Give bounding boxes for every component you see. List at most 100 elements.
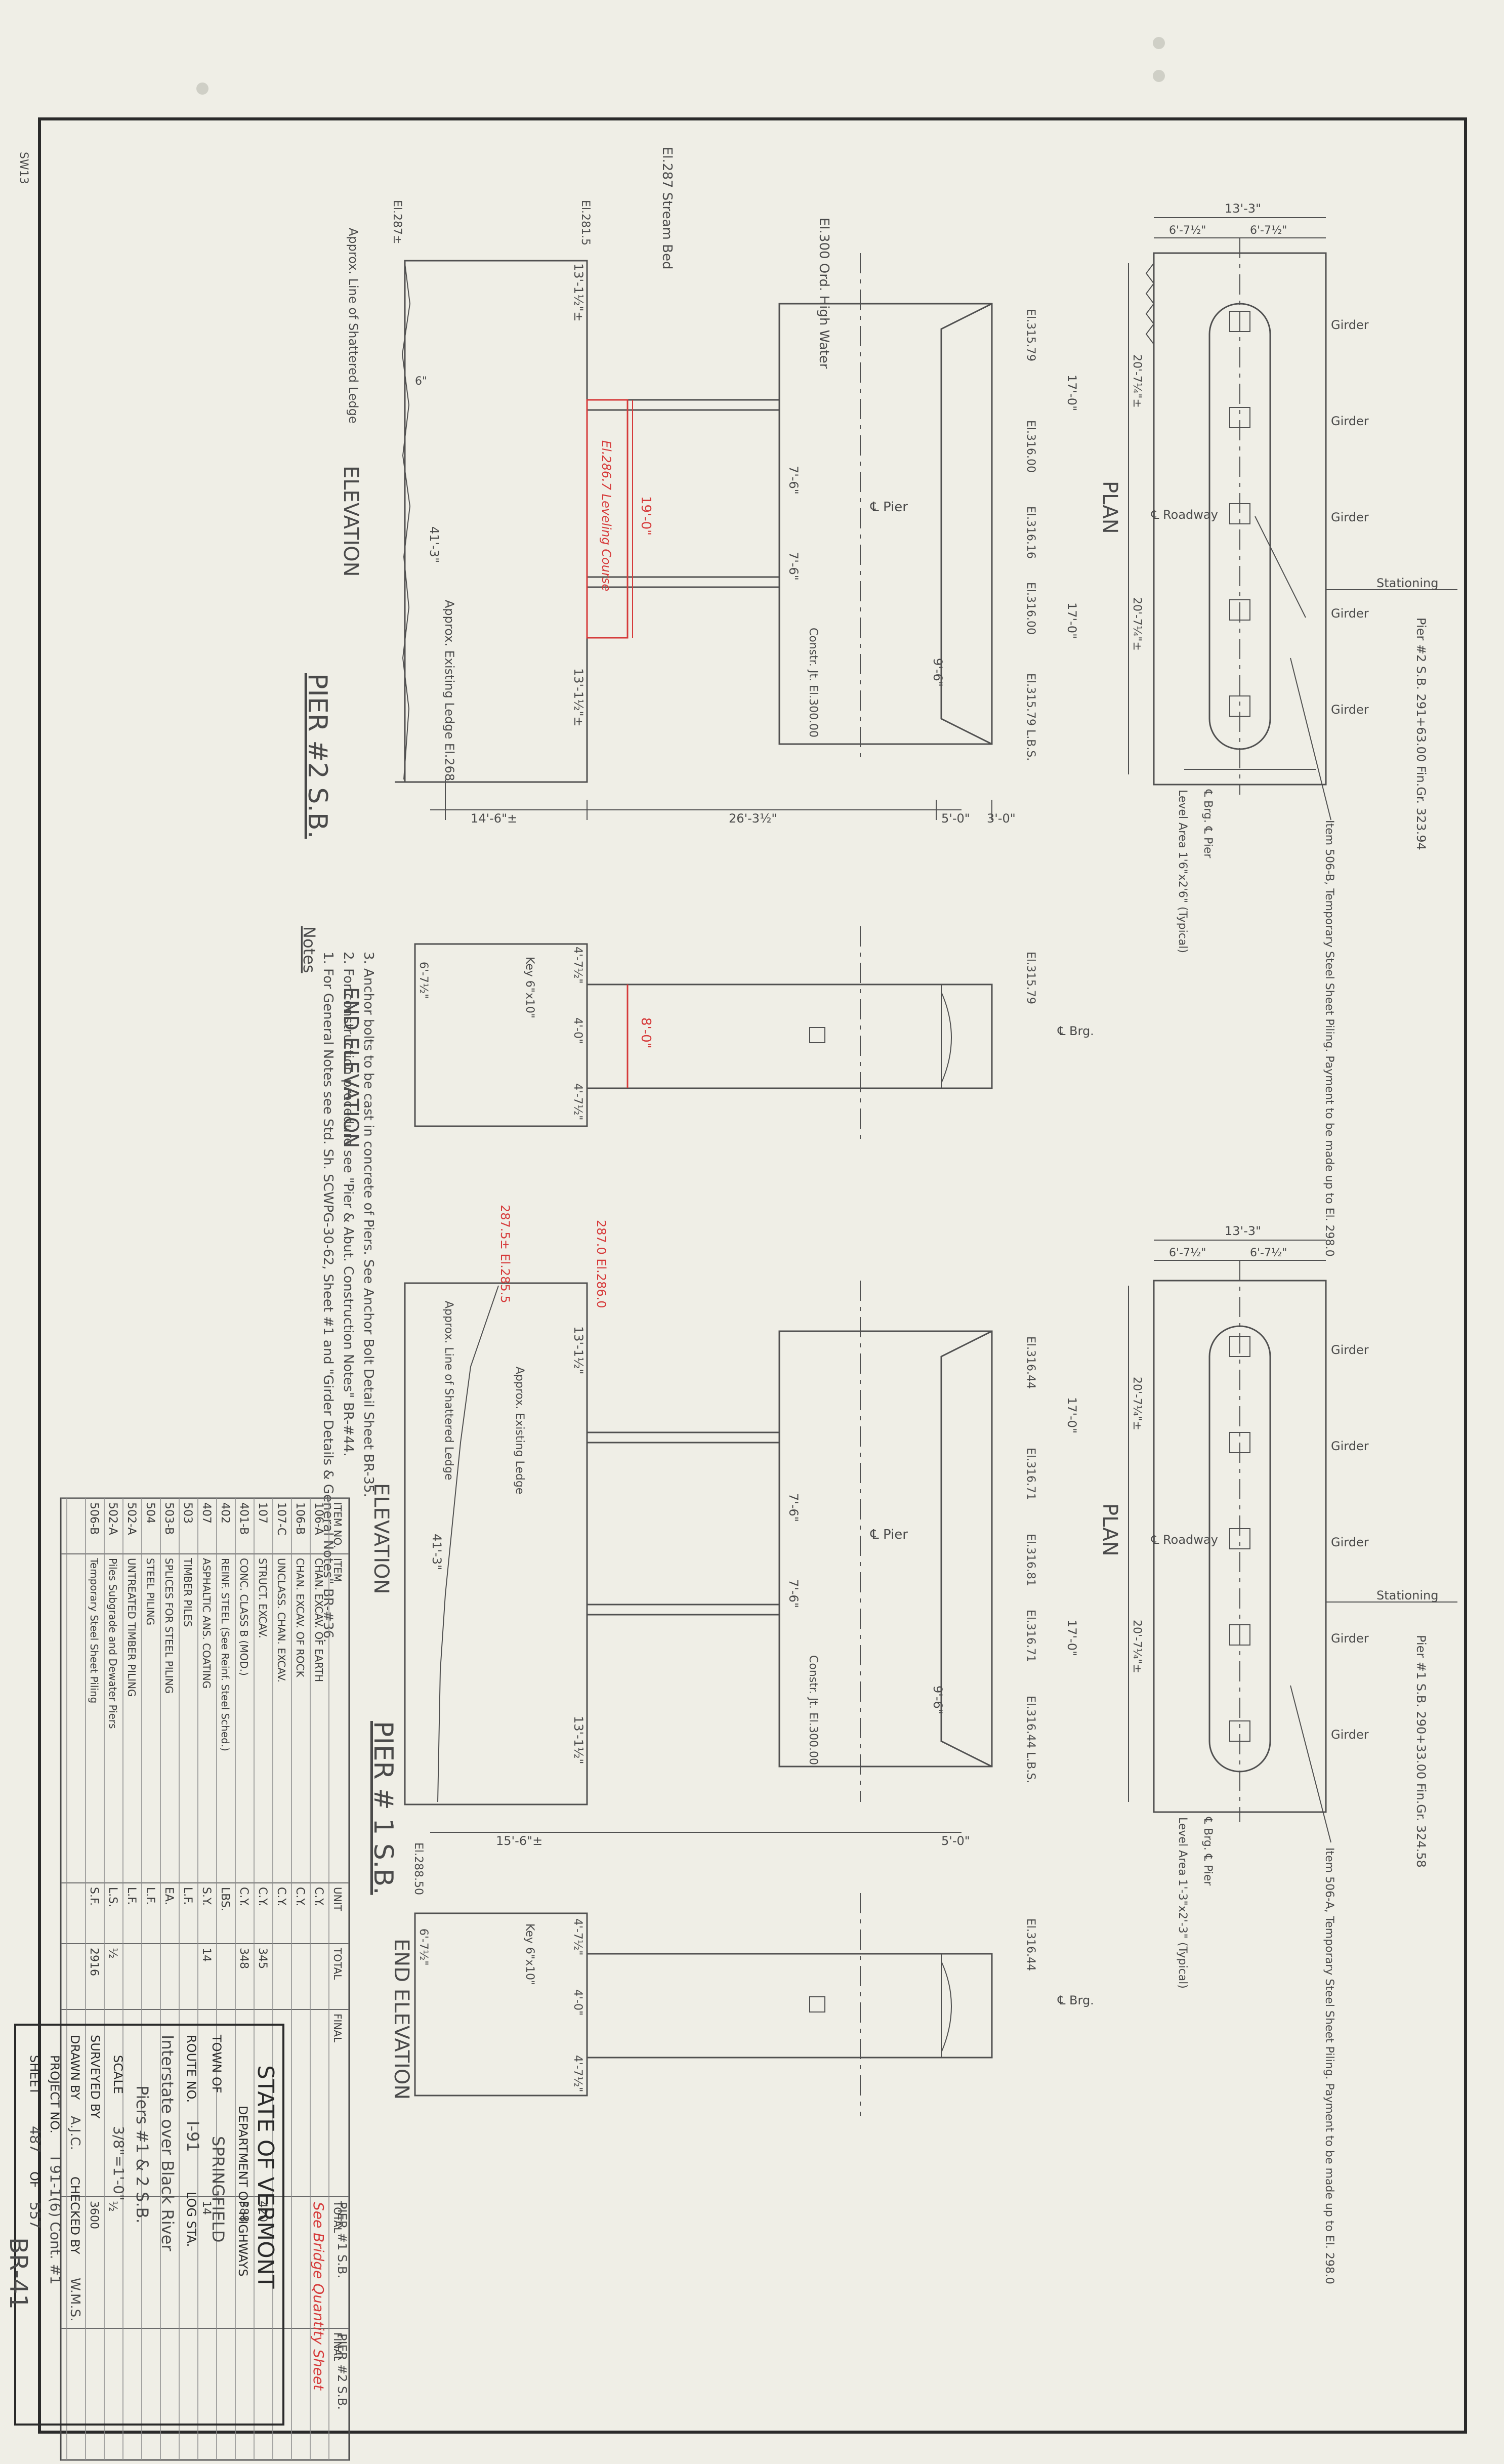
table-cell: CONC. CLASS B (MOD.) — [238, 1558, 250, 1676]
girder-label: Girder — [1331, 414, 1369, 428]
pier2-end-width: 6'-7½" — [417, 962, 430, 999]
tb-log-label: LOG STA. — [184, 2192, 198, 2247]
table-cell: 106-A — [312, 1502, 325, 1535]
pier2-el-top-left: El.287± — [391, 200, 403, 244]
tb-route: I-91 — [183, 2121, 202, 2152]
pier2-end-dim: 4'-0" — [571, 1017, 584, 1044]
sheet-border — [38, 117, 1467, 2434]
pier1-end-elevation-title: END ELEVATION — [390, 1939, 413, 2100]
pier1-dim-5: 5'-0" — [941, 1834, 970, 1848]
pier2-plan-len-b: 20'-7¼"± — [1131, 597, 1143, 651]
pier2-elevation — [395, 253, 993, 820]
table-header-cell: UNIT — [331, 1887, 344, 1911]
pier1-dim-96: 9'-6" — [931, 1686, 945, 1714]
table-header-cell: ITEM — [331, 1558, 344, 1582]
table-cell: 502-A — [106, 1502, 119, 1535]
pier1-level-area: Level Area 1'-3"x2'-3" (Typical) — [1176, 1817, 1189, 1989]
pier2-el-top: El.316.00 — [1024, 582, 1037, 635]
pier1-el-tops: El.316.44 El.316.71 El.316.81 El.316.71 … — [1024, 1336, 1037, 1783]
tb-town: SPRINGFIELD — [208, 2136, 228, 2243]
pier2-dim-17b: 17'-0" — [1065, 602, 1079, 639]
table-cell: 106-B — [294, 1502, 306, 1535]
table-cell: 3600 — [88, 2201, 100, 2229]
qty-group-a: PIER #1 S.B. — [335, 2202, 349, 2278]
tb-project-label: PROJECT NO. — [48, 2055, 62, 2133]
pier1-constr-jt: Constr. Jt. El.300.00 — [807, 1655, 819, 1765]
pier1-dim-13a: 13'-1½" — [571, 1326, 586, 1374]
table-cell: C.Y. — [294, 1887, 306, 1906]
pier2-key: Key 6"x10" — [523, 957, 536, 1018]
title-block-frame — [14, 2024, 284, 2426]
table-header-cell: FINAL — [331, 2332, 344, 2362]
pier2-ledge-existing: Approx. Existing Ledge El.268 — [442, 600, 456, 781]
pier1-el-bottom: El.288.50 — [412, 1842, 425, 1895]
pier2-el-2815: El.281.5 — [579, 200, 592, 245]
tb-dept: DEPARTMENT OF HIGHWAYS — [236, 2106, 250, 2277]
pier2-dim-6: 6" — [415, 375, 427, 388]
pier1-el-red2: 287.0 El.286.0 — [594, 1220, 608, 1308]
pier2-plan-half-a: 6'-7½" — [1169, 224, 1206, 237]
pier1-group: PIER # 1 S.B. ELEVATION END ELEVATION PL… — [368, 1205, 1457, 2284]
pier2-el-top: El.316.00 — [1024, 420, 1037, 473]
table-cell: SPLICES FOR STEEL PILING — [163, 1558, 175, 1694]
pier2-plan-title: PLAN — [1098, 481, 1121, 534]
girder-label: Girder — [1331, 703, 1369, 717]
pier1-end-dim: 4'-7½" — [571, 1918, 584, 1955]
pier1-girders: Girder Girder Girder Girder Girder — [1331, 1343, 1369, 1742]
pier1-el-top: El.316.44 — [1024, 1336, 1037, 1389]
pier2-el-top: El.315.79 L.B.S. — [1024, 673, 1037, 761]
pier2-high-water: El.300 Ord. High Water — [816, 218, 831, 369]
pier1-plan-width: 13'-3" — [1225, 1224, 1261, 1238]
table-cell: C.Y. — [275, 1887, 287, 1906]
pier2-roadway: ℄ Roadway — [1151, 508, 1218, 522]
table-cell: CHAN. EXCAV. OF EARTH — [313, 1558, 325, 1682]
punch-hole — [1153, 70, 1165, 82]
table-cell: 504 — [144, 1502, 156, 1524]
pier1-brg: ℄ Brg. — [1057, 1993, 1094, 2007]
pier1-dim-15: 15'-6"± — [496, 1834, 542, 1848]
table-cell: TIMBER PILES — [182, 1557, 194, 1627]
girder-label: Girder — [1331, 1535, 1369, 1549]
pier1-dim-76b: 7'-6" — [786, 1579, 801, 1608]
table-cell: ½ — [106, 1948, 119, 1958]
notes-title: Notes — [300, 926, 319, 973]
table-cell: L.S. — [106, 1887, 119, 1907]
pier1-pier-label: ℄ Pier — [870, 1527, 908, 1542]
pier2-end-elevation — [414, 926, 993, 1144]
table-cell: 506-B — [88, 1502, 100, 1535]
table-cell: 420 — [256, 2201, 269, 2222]
pier2-stationing: Stationing — [1376, 576, 1438, 590]
pier2-el-tops: El.315.79 El.316.00 El.316.16 El.316.00 … — [1024, 309, 1037, 761]
note-item: 2. For construction procedure see "Pier … — [341, 952, 356, 1457]
punch-hole — [1153, 37, 1165, 49]
table-header-cell: ITEM NO. — [331, 1502, 344, 1548]
pier1-ledge-existing: Approx. Existing Ledge — [513, 1367, 526, 1494]
pier1-el-top: El.316.71 — [1024, 1610, 1037, 1662]
title-block: STATE OF VERMONT DEPARTMENT OF HIGHWAYS … — [14, 2024, 284, 2426]
pier2-group: PIER #2 S.B. ELEVATION END ELEVATION PLA… — [302, 147, 1457, 1257]
table-cell: Piles Subgrade and Dewater Piers — [107, 1558, 119, 1729]
pier1-el-top: El.316.71 — [1024, 1448, 1037, 1500]
pier2-leveling-dim: 19'-0" — [638, 496, 653, 536]
table-cell: ASPHALTIC ANS. COATING — [200, 1558, 213, 1689]
table-cell: 14 — [200, 2201, 213, 2215]
pier2-dim-96: 9'-6" — [931, 658, 945, 687]
tb-sheet-total: 557 — [27, 2202, 44, 2229]
pier2-elevation-title: ELEVATION — [339, 466, 362, 577]
note-item: 3. Anchor bolts to be cast in concrete o… — [361, 952, 376, 1497]
pier2-end-elevation-title: END ELEVATION — [339, 987, 362, 1148]
pier2-plan-half-b: 6'-7½" — [1250, 224, 1287, 237]
table-header-cell: TOTAL — [331, 2200, 344, 2233]
pier2-pier-label: ℄ Pier — [870, 500, 908, 515]
pier1-title: PIER # 1 S.B. — [368, 1721, 398, 1895]
pier2-dim-5: 5'-0" — [941, 811, 970, 826]
girder-label: Girder — [1331, 318, 1369, 332]
pier1-end-el: El.316.44 — [1024, 1918, 1037, 1971]
tb-drawn-label: DRAWN BY — [68, 2035, 82, 2100]
pier2-station: Pier #2 S.B. 291+63.00 Fin.Gr. 323.94 — [1414, 618, 1428, 850]
quantities-cells: ITEM NO.ITEMUNITTOTALFINALTOTALFINAL106-… — [88, 1502, 344, 2362]
table-cell: 401-B — [237, 1502, 250, 1535]
pier1-plan-title: PLAN — [1098, 1503, 1121, 1556]
pier1-el-top: El.316.81 — [1024, 1534, 1037, 1586]
